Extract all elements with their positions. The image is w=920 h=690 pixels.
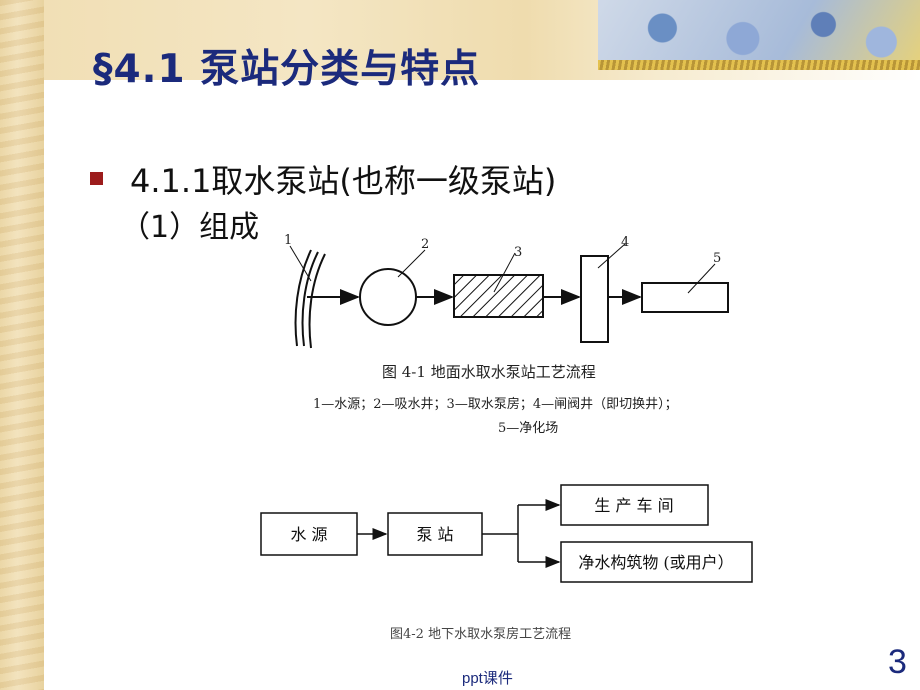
section-heading: 4.1.1取水泵站(也称一级泵站) [130, 162, 557, 200]
production-workshop-label: 生 产 车 间 [594, 496, 673, 515]
valve-well-box [580, 255, 609, 343]
figure1-legend-line1: 1—水源；2—吸水井；3—取水泵房；4—闸阀井（即切换井）； [313, 396, 678, 412]
figure-label-4: 4 [621, 235, 629, 250]
water-source-curves [294, 249, 326, 349]
figure-label-5: 5 [713, 251, 721, 266]
figure-label-3: 3 [514, 245, 522, 260]
figure2-caption: 图4-2 地下水取水泵房工艺流程 [390, 626, 571, 642]
figure-surface-water-flow: 1 2 3 4 5 图 4-1 地面水取水泵站工艺流程 1—水源；2—吸水井；3… [284, 233, 729, 436]
figure1-caption: 图 4-1 地面水取水泵站工艺流程 [382, 363, 596, 381]
figure-label-2: 2 [421, 237, 429, 252]
sub-heading: （1）组成 [120, 210, 260, 245]
pump-station-label: 泵 站 [416, 525, 453, 544]
purification-structure-box [560, 541, 753, 583]
production-workshop-box [560, 484, 709, 526]
bullet-square-icon [90, 172, 103, 185]
decorative-flower-image [598, 0, 920, 70]
suction-well-circle [359, 268, 417, 326]
figure-label-1: 1 [284, 233, 292, 248]
figure-groundwater-flow: 水 源 泵 站 生 产 车 间 净水构筑物 (或用户） 图4-2 地下水取水泵房… [260, 484, 753, 642]
slide-title: §4.1 泵站分类与特点 [93, 47, 481, 92]
footer-label: ppt课件 [462, 670, 513, 687]
water-source-label: 水 源 [290, 525, 327, 544]
purification-box [641, 282, 729, 313]
purification-structure-label: 净水构筑物 (或用户） [578, 553, 733, 572]
decorative-left-strip [0, 0, 44, 690]
pump-house-box [453, 274, 544, 318]
slide-number: 3 [888, 643, 907, 681]
figure1-legend-line2: 5—净化场 [498, 421, 558, 436]
